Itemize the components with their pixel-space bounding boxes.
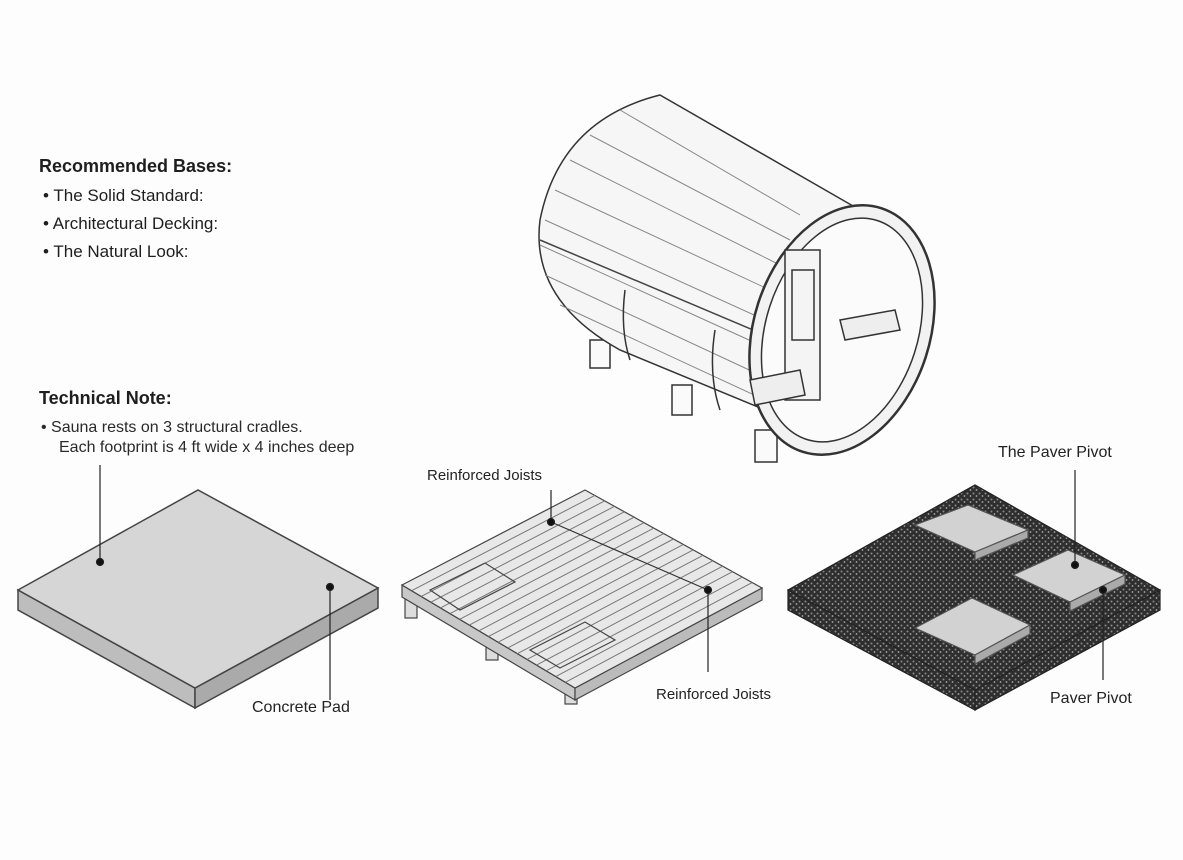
concrete-pad-illustration	[16, 489, 380, 710]
deck-plank	[411, 495, 596, 592]
deck-plank	[430, 505, 615, 603]
deck-plank	[440, 511, 625, 609]
technical-note-line-1: • Sauna rests on 3 structural cradles.	[41, 419, 303, 436]
deck-plank	[545, 571, 733, 672]
technical-note-heading: Technical Note:	[39, 388, 172, 408]
deck-plank	[565, 582, 753, 683]
deck-plank	[507, 549, 694, 649]
deck-plank	[449, 516, 635, 615]
concrete-pad-callouts	[95, 465, 335, 700]
cradle-2	[671, 384, 693, 416]
deck-plank	[555, 576, 743, 677]
base-item-1: • The Solid Standard:	[43, 186, 204, 205]
reinforced-joists-label-top: Reinforced Joists	[427, 467, 543, 484]
decking-illustration	[400, 489, 764, 705]
deck-plank	[517, 554, 704, 655]
recommended-bases-heading: Recommended Bases:	[39, 156, 233, 176]
paver-pivot-label-bottom: Paver Pivot	[1050, 690, 1132, 707]
paver-pivot-label-top: The Paver Pivot	[998, 444, 1112, 461]
deck-plank	[488, 538, 674, 637]
deck-plank	[478, 533, 664, 632]
cradle-1	[589, 339, 611, 369]
barrel-sauna-illustration	[538, 94, 936, 463]
gravel-pavers-illustration	[786, 484, 1162, 712]
deck-plank	[469, 527, 655, 626]
concrete-pad-label: Concrete Pad	[252, 699, 350, 716]
deck-plank	[497, 544, 684, 643]
reinforced-joists-label-bottom: Reinforced Joists	[656, 686, 772, 703]
decking-callouts	[546, 490, 713, 672]
base-item-label: The Solid Standard:	[53, 186, 204, 205]
deck-plank	[420, 500, 605, 597]
deck-plank	[459, 522, 645, 620]
cradle-3	[754, 429, 778, 463]
technical-note-line-2: Each footprint is 4 ft wide x 4 inches d…	[59, 439, 355, 456]
base-item-2: • Architectural Decking:	[43, 214, 219, 233]
paver-callouts	[1070, 470, 1108, 680]
base-item-label: The Natural Look:	[53, 242, 189, 261]
deck-plank	[526, 560, 714, 660]
base-item-3: • The Natural Look:	[43, 242, 189, 261]
base-item-label: Architectural Decking:	[52, 214, 219, 233]
